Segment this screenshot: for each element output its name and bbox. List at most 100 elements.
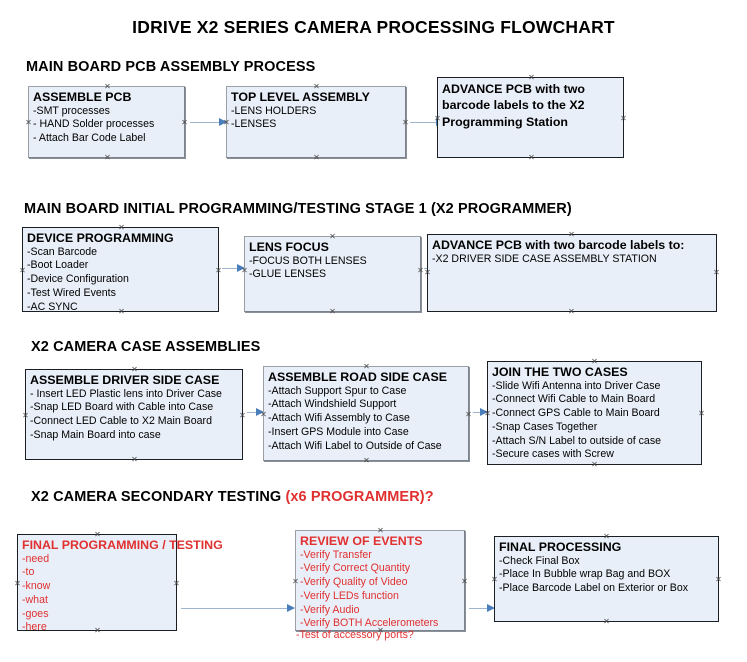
box-line: -Attach Support Spur to Case <box>268 384 407 397</box>
connection-handle-bottom[interactable] <box>118 308 125 315</box>
connection-handle-left[interactable] <box>241 267 248 274</box>
box-assemble-driver-side-case[interactable]: ASSEMBLE DRIVER SIDE CASE - Insert LED P… <box>25 369 243 460</box>
connection-handle-bottom[interactable] <box>603 618 610 625</box>
box-line: -Verify Transfer <box>300 548 372 561</box>
box-line: -Verify Correct Quantity <box>300 562 411 575</box>
connection-handle-bottom[interactable] <box>313 154 320 161</box>
box-review-of-events[interactable]: REVIEW OF EVENTS -Verify Transfer -Verif… <box>295 530 465 631</box>
box-line: -Snap LED Board with Cable into Case <box>30 401 214 414</box>
box-title: FINAL PROGRAMMING / TESTING <box>22 538 223 552</box>
connection-handle-top[interactable] <box>603 533 610 540</box>
box-line: -GLUE LENSES <box>249 268 327 281</box>
box-line: -Verify BOTH Accelerometers <box>300 617 439 630</box>
box-advance-pcb-programming-station[interactable]: ADVANCE PCB with two barcode labels to t… <box>437 77 624 158</box>
connection-handle-top[interactable] <box>528 74 535 81</box>
connection-handle-right[interactable] <box>715 576 722 583</box>
box-line: -SMT processes <box>33 104 110 117</box>
connection-handle-right[interactable] <box>402 119 409 126</box>
box-advance-pcb-driver-side-station[interactable]: ADVANCE PCB with two barcode labels to: … <box>427 234 717 312</box>
box-title: ASSEMBLE ROAD SIDE CASE <box>268 370 447 384</box>
box-assemble-road-side-case[interactable]: ASSEMBLE ROAD SIDE CASE -Attach Support … <box>263 366 469 461</box>
connection-handle-top[interactable] <box>377 527 384 534</box>
box-line: -X2 DRIVER SIDE CASE ASSEMBLY STATION <box>432 252 657 265</box>
box-line: -Snap Main Board into case <box>30 428 161 441</box>
box-line: -here <box>22 621 47 634</box>
connection-handle-right[interactable] <box>461 578 468 585</box>
connection-handle-left[interactable] <box>434 115 441 122</box>
box-assemble-pcb[interactable]: ASSEMBLE PCB -SMT processes - HAND Solde… <box>28 86 185 158</box>
connection-handle-bottom[interactable] <box>363 457 370 464</box>
box-line: - HAND Solder processes <box>33 118 155 131</box>
box-join-the-two-cases[interactable]: JOIN THE TWO CASES -Slide Wifi Antenna i… <box>487 361 702 465</box>
connection-handle-top[interactable] <box>94 531 101 538</box>
connection-handle-bottom[interactable] <box>94 627 101 634</box>
box-line: -Check Final Box <box>499 554 580 567</box>
connection-handle-top[interactable] <box>131 366 138 373</box>
connection-handle-right[interactable] <box>465 411 472 418</box>
box-line: -Secure cases with Screw <box>492 448 614 461</box>
section-heading-x2-camera-case-assemblies: X2 CAMERA CASE ASSEMBLIES <box>31 339 261 355</box>
connection-handle-right[interactable] <box>181 119 188 126</box>
box-line: -Connect Wifi Cable to Main Board <box>492 393 656 406</box>
connection-handle-left[interactable] <box>19 267 26 274</box>
connection-handle-top[interactable] <box>313 83 320 90</box>
connection-handle-right[interactable] <box>698 410 705 417</box>
connection-handle-top[interactable] <box>363 363 370 370</box>
arrowhead-icon <box>487 604 495 612</box>
box-line: -need <box>22 552 50 565</box>
connection-handle-bottom[interactable] <box>329 308 336 315</box>
connection-handle-left[interactable] <box>424 269 431 276</box>
connection-handle-right[interactable] <box>713 269 720 276</box>
connection-handle-top[interactable] <box>568 231 575 238</box>
box-final-programming-testing[interactable]: FINAL PROGRAMMING / TESTING -need -to -k… <box>14 531 223 634</box>
box-line: -Attach S/N Label to outside of case <box>492 434 662 447</box>
connection-handle-bottom[interactable] <box>131 456 138 463</box>
box-line: -LENSES <box>231 118 277 131</box>
box-line: -Test Wired Events <box>27 286 116 299</box>
box-line: - Insert LED Plastic lens into Driver Ca… <box>30 387 222 400</box>
section-heading-main-board-initial-programming: MAIN BOARD INITIAL PROGRAMMING/TESTING S… <box>24 201 572 217</box>
connection-handle-left[interactable] <box>22 412 29 419</box>
connection-handle-right[interactable] <box>173 580 180 587</box>
box-final-processing[interactable]: FINAL PROCESSING -Check Final Box -Place… <box>494 536 719 622</box>
connection-handle-bottom[interactable] <box>568 308 575 315</box>
connection-handle-bottom[interactable] <box>104 154 111 161</box>
connection-handle-right[interactable] <box>417 267 424 274</box>
connection-handle-top[interactable] <box>118 224 125 231</box>
box-title: REVIEW OF EVENTS <box>300 534 423 548</box>
box-line: -Attach Wifi Assembly to Case <box>268 412 410 425</box>
connection-handle-right[interactable] <box>239 412 246 419</box>
box-line: -Place Barcode Label on Exterior or Box <box>499 582 689 595</box>
connection-handle-left[interactable] <box>14 580 21 587</box>
connection-handle-right[interactable] <box>215 267 222 274</box>
box-line: -Verify Audio <box>300 603 360 616</box>
connection-handle-top[interactable] <box>329 233 336 240</box>
box-line: -Attach Windshield Support <box>268 398 397 411</box>
connection-handle-bottom[interactable] <box>528 154 535 161</box>
connection-handle-top[interactable] <box>104 83 111 90</box>
connector-assemble-pcb-to-top-level <box>190 118 227 126</box>
connection-handle-bottom[interactable] <box>591 461 598 468</box>
connection-handle-left[interactable] <box>223 119 230 126</box>
connection-handle-left[interactable] <box>491 576 498 583</box>
connection-handle-left[interactable] <box>25 119 32 126</box>
box-line: -Slide Wifi Antenna into Driver Case <box>492 379 661 392</box>
box-title: ASSEMBLE DRIVER SIDE CASE <box>30 373 220 387</box>
box-review-of-events-overflow-line: -Test of accessory ports? <box>296 629 414 641</box>
box-top-level-assembly[interactable]: TOP LEVEL ASSEMBLY -LENS HOLDERS -LENSES <box>226 86 406 158</box>
connection-handle-left[interactable] <box>260 411 267 418</box>
box-device-programming[interactable]: DEVICE PROGRAMMING -Scan Barcode -Boot L… <box>19 224 222 315</box>
connection-handle-top[interactable] <box>591 358 598 365</box>
box-line: -Connect GPS Cable to Main Board <box>492 407 660 420</box>
box-line: -LENS HOLDERS <box>231 104 317 117</box>
box-line: -FOCUS BOTH LENSES <box>249 254 367 267</box>
box-title: JOIN THE TWO CASES <box>492 365 628 379</box>
connector-review-events-to-final-processing <box>469 604 495 612</box>
page-title: IDRIVE X2 SERIES CAMERA PROCESSING FLOWC… <box>132 17 615 37</box>
connection-handle-left[interactable] <box>292 578 299 585</box>
box-line: -Verify LEDs function <box>300 589 399 602</box>
box-lens-focus[interactable]: LENS FOCUS -FOCUS BOTH LENSES -GLUE LENS… <box>244 236 421 312</box>
connection-handle-right[interactable] <box>620 115 627 122</box>
connection-handle-left[interactable] <box>484 410 491 417</box>
